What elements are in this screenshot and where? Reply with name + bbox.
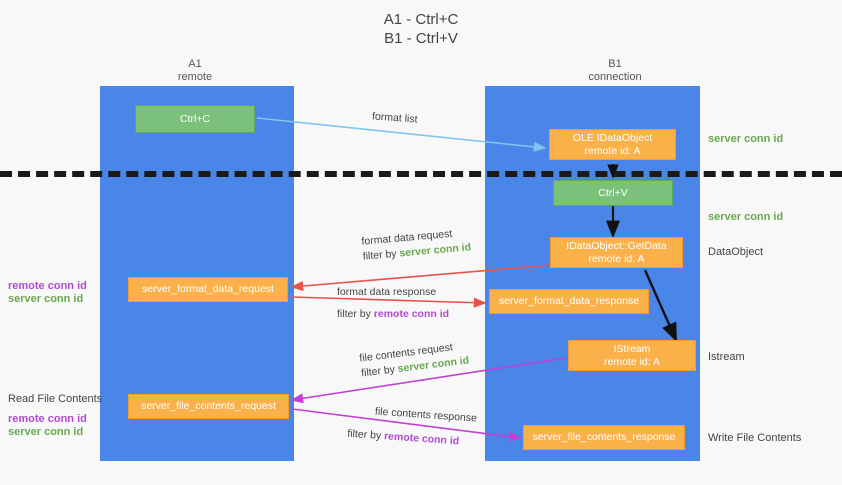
box-ole-idataobject[interactable]: OLE IDataObject remote id: A <box>549 129 676 160</box>
filter-prefix: filter by <box>360 363 399 380</box>
label-server-conn-id-top: server conn id <box>708 133 784 145</box>
label-server-conn-id-upper: server conn id <box>8 293 84 305</box>
filter-prefix: filter by <box>337 308 374 320</box>
label-remote-conn-id-upper: remote conn id <box>8 280 87 292</box>
column-header-a1: A1 remote <box>177 58 213 83</box>
filter-value-remote-conn-id: remote conn id <box>373 308 450 320</box>
label-server-conn-id-lower: server conn id <box>8 426 84 438</box>
annotation-file-contents-response: file contents response filter by remote … <box>347 404 478 450</box>
box-ctrl-c[interactable]: Ctrl+C <box>135 105 255 133</box>
label-remote-conn-id-lower: remote conn id <box>8 413 87 425</box>
column-header-b1: B1 connection <box>588 58 642 83</box>
filter-prefix: filter by <box>362 247 400 263</box>
filter-value-remote-conn-id: remote conn id <box>383 430 460 448</box>
box-server-format-data-response[interactable]: server_format_data_response <box>489 289 649 314</box>
annotation-file-contents-request: file contents request filter by server c… <box>359 338 470 381</box>
box-server-file-contents-response[interactable]: server_file_contents_response <box>523 425 685 450</box>
label-server-conn-id-mid: server conn id <box>708 211 784 223</box>
box-ctrl-v[interactable]: Ctrl+V <box>553 180 673 206</box>
box-server-format-data-request[interactable]: server_format_data_request <box>128 277 288 302</box>
annotation-file-contents-response-filter: filter by remote conn id <box>347 427 476 451</box>
box-idataobject-getdata[interactable]: IDataObject::GetData remote id: A <box>550 237 683 268</box>
box-istream[interactable]: IStream remote id: A <box>568 340 696 371</box>
label-read-file-contents: Read File Contents <box>8 393 103 405</box>
annotation-format-list: format list <box>371 110 418 126</box>
filter-prefix: filter by <box>346 427 385 443</box>
annotation-format-data-response-filter: filter by remote conn id <box>337 307 449 322</box>
label-write-file-contents: Write File Contents <box>708 432 802 444</box>
label-istream: Istream <box>708 351 745 363</box>
label-dataobject: DataObject <box>708 246 764 258</box>
box-server-file-contents-request[interactable]: server_file_contents_request <box>128 394 289 419</box>
diagram-title: A1 - Ctrl+C B1 - Ctrl+V <box>383 11 459 47</box>
annotation-format-data-request: format data request filter by server con… <box>361 225 472 264</box>
annotation-format-data-response-text: format data response <box>337 286 437 298</box>
divider-dashed-line <box>0 171 842 177</box>
annotation-file-contents-response-text: file contents response <box>374 405 478 425</box>
annotation-format-data-response: format data response filter by remote co… <box>337 285 449 322</box>
